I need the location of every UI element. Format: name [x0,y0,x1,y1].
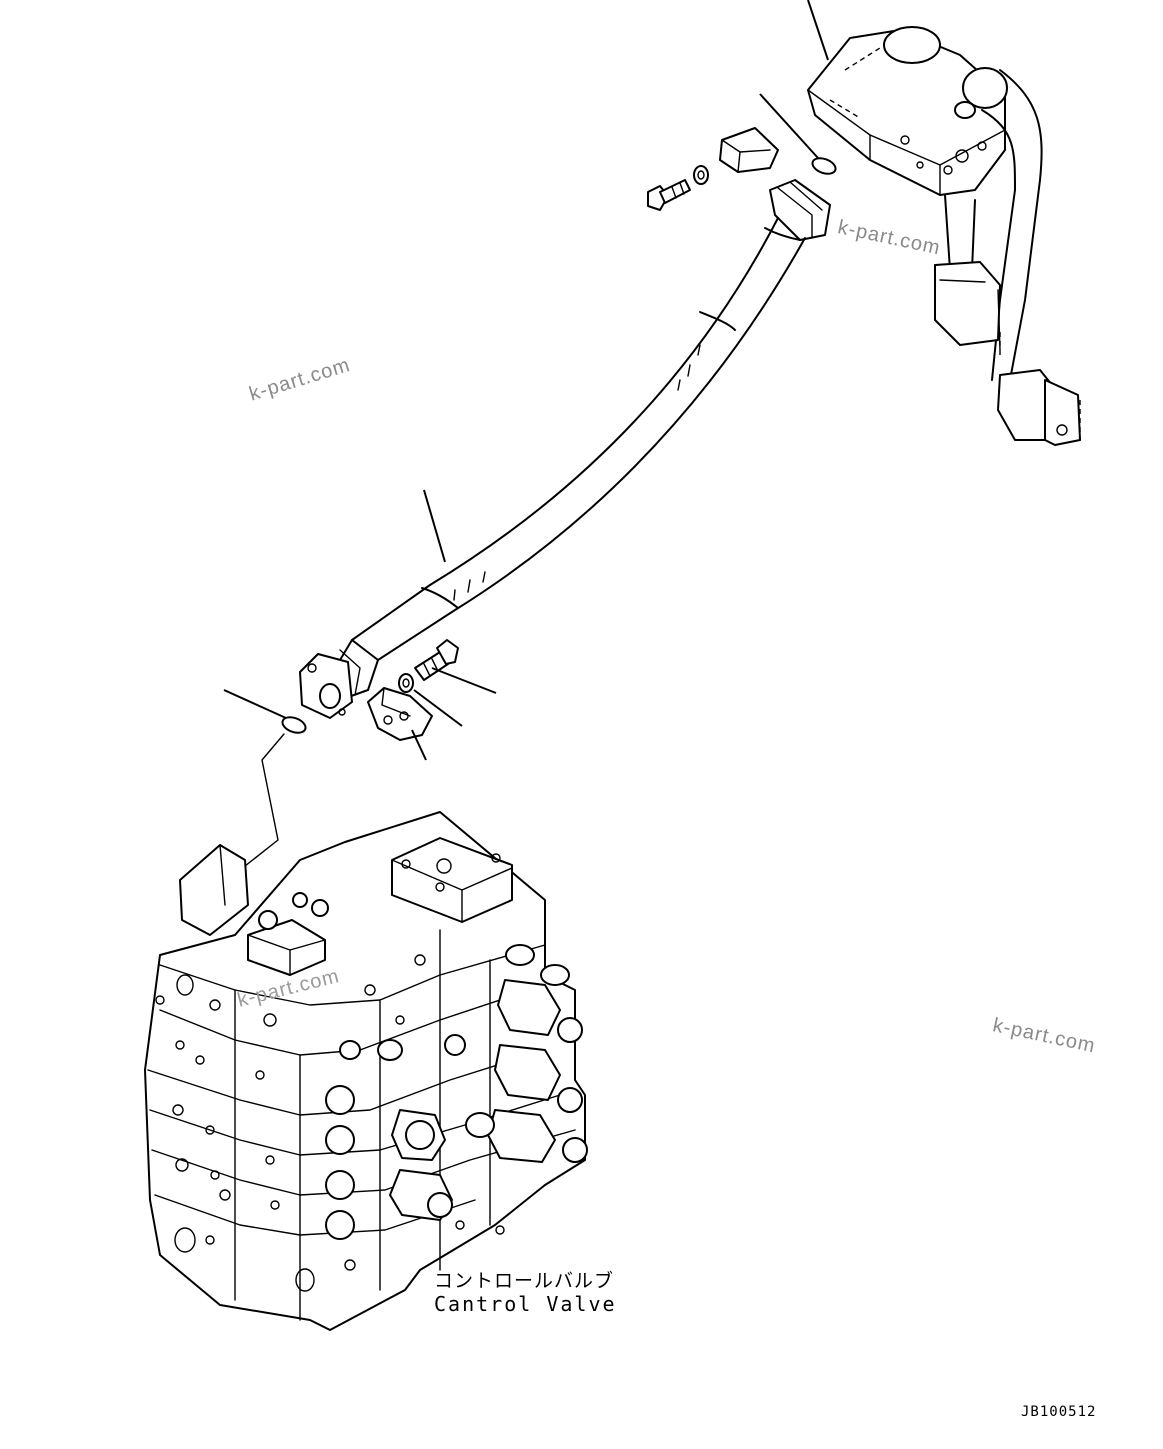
drawing-number: JB100512 [1021,1404,1097,1420]
o-ring-position-line [239,733,285,871]
upper-bolt [647,179,691,211]
leader-lower-washer [413,689,463,727]
component-label-english: Cantrol Valve [434,1292,617,1316]
lower-split-flange [367,687,433,741]
lower-o-ring [281,716,307,734]
control-valve-assembly [144,811,588,1331]
hydraulic-hose [324,179,831,701]
upper-block-assembly [807,26,1081,446]
lower-bolt [414,639,459,681]
upper-o-ring [759,93,837,175]
valve-solenoids [325,944,588,1240]
upper-split-flange [719,127,779,173]
leader-upper-block [807,0,829,61]
leader-lower-bolt [431,667,497,694]
valve-ports [155,954,505,1292]
upper-washer [693,165,709,185]
leader-lower-o-ring [223,689,287,719]
leader-hose [423,489,446,563]
leader-lower-split-flange [411,729,427,761]
lower-hose-flange [299,653,353,719]
component-label-japanese: コントロールバルブ [434,1270,615,1292]
lower-washer [398,673,414,693]
